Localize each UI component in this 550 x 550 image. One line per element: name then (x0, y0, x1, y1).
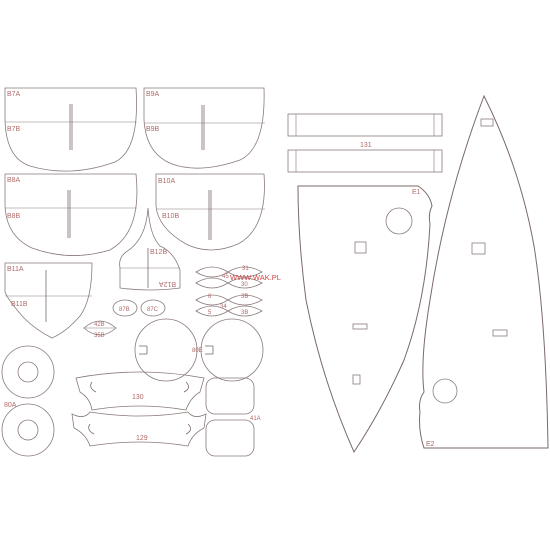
part-b7: B7A B7B (4, 87, 137, 172)
label-b8a: B8A (7, 177, 21, 184)
label-42b: 42B (94, 322, 105, 328)
part-rings: 80A (1, 345, 55, 457)
part-e2: E2 (419, 94, 549, 449)
part-131: 131 (287, 113, 443, 173)
watermark-text: WWW.WAK.PL (230, 273, 281, 282)
label-41a: 41A (250, 416, 261, 422)
label-131: 131 (360, 142, 372, 149)
label-87b: 87B (119, 307, 130, 313)
label-3b: 3B (241, 294, 248, 300)
label-b10b: B10B (162, 213, 179, 220)
label-30: 30 (241, 282, 248, 288)
part-b8: B8A B8B (4, 173, 138, 256)
part-b10: B10A B10B (155, 173, 265, 251)
label-80e: 80E (192, 348, 203, 354)
part-87: 87B 87C (112, 299, 166, 317)
label-b7b: B7B (7, 126, 21, 133)
label-80a: 80A (4, 402, 17, 409)
label-34: 34 (220, 304, 227, 310)
label-e2: E2 (426, 441, 435, 448)
label-35b: 35B (94, 333, 105, 339)
label-b12a: B12A (159, 280, 176, 287)
part-b11: B11A B11B (4, 262, 93, 339)
label-b9b: B9B (146, 126, 160, 133)
label-129: 129 (136, 435, 148, 442)
label-b12b: B12B (150, 249, 167, 256)
label-b8b: B8B (7, 213, 21, 220)
label-b9a: B9A (146, 91, 160, 98)
label-130: 130 (132, 394, 144, 401)
label-5: 5 (208, 310, 212, 316)
part-42b-35b: 42B 35B (83, 320, 117, 339)
part-130-129: 130 129 (71, 371, 207, 447)
label-45: 45 (222, 274, 229, 280)
label-b11a: B11A (7, 266, 24, 273)
part-41a: 41A (205, 377, 261, 457)
part-discs: 80E (134, 318, 264, 382)
label-31: 31 (242, 266, 249, 272)
part-b9: B9A B9B (143, 87, 265, 169)
label-6: 6 (208, 294, 212, 300)
label-b10a: B10A (158, 178, 175, 185)
label-b11b: B11B (11, 301, 28, 308)
label-b7a: B7A (7, 91, 21, 98)
part-b12: B12B B12A (119, 207, 181, 291)
part-e1: E1 (297, 185, 433, 454)
label-e1: E1 (412, 189, 421, 196)
part-leaves: 45 31 30 6 5 34 3B 3B (195, 266, 263, 317)
label-3b-2: 3B (241, 310, 248, 316)
label-87c: 87C (147, 307, 159, 313)
